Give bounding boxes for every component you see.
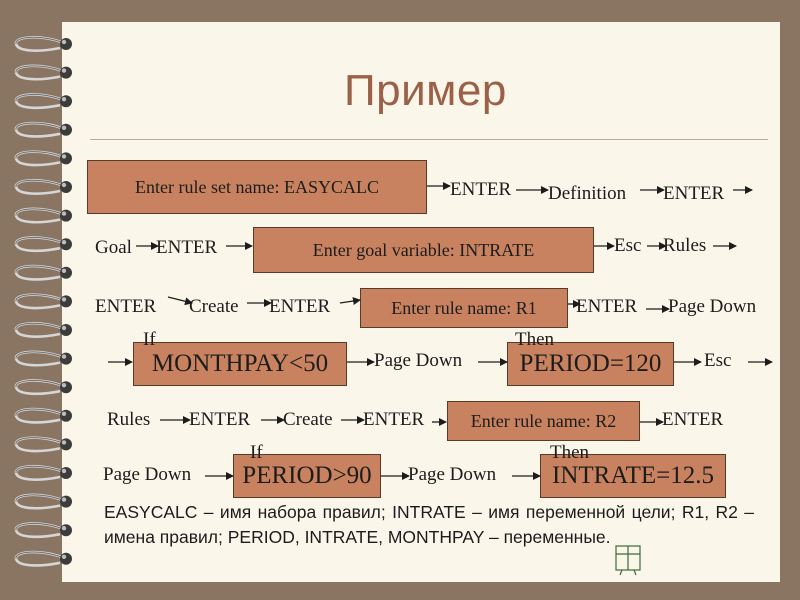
row3-create: Create — [189, 296, 239, 317]
row1-enter-2: ENTER — [663, 183, 725, 204]
row2-enter: ENTER — [156, 237, 218, 258]
row5-enter-2: ENTER — [363, 409, 425, 430]
row4-esc: Esc — [704, 350, 732, 371]
row4-if-label: If — [143, 329, 156, 350]
if-condition-2-box: PERIOD>90 — [233, 454, 381, 498]
row6-page-down-1: Page Down — [103, 464, 192, 485]
row2-esc: Esc — [614, 235, 642, 256]
row5-enter-3: ENTER — [662, 409, 724, 430]
row5-rules: Rules — [107, 409, 151, 430]
rule-name-r2-box: Enter rule name: R2 — [447, 401, 640, 441]
rule-set-name-box: Enter rule set name: EASYCALC — [87, 160, 427, 214]
rule-name-r1-box: Enter rule name: R1 — [360, 288, 568, 328]
row3-enter-1: ENTER — [95, 296, 157, 317]
row5-create: Create — [283, 409, 333, 430]
then-action-1-box: PERIOD=120 — [507, 342, 674, 386]
logo-icon — [615, 545, 641, 576]
row6-then-label: Then — [550, 442, 590, 463]
row1-enter-1: ENTER — [450, 179, 512, 200]
row3-page-down: Page Down — [668, 296, 757, 317]
row6-page-down-2: Page Down — [408, 464, 497, 485]
row2-goal: Goal — [95, 237, 132, 258]
row3-enter-3: ENTER — [576, 296, 638, 317]
if-condition-1-box: MONTHPAY<50 — [133, 342, 347, 386]
title-divider — [90, 139, 768, 140]
footnote-text: EASYCALC – имя набора правил; INTRATE – … — [104, 502, 754, 547]
row6-if-label: If — [250, 442, 263, 463]
row3-enter-2: ENTER — [269, 296, 331, 317]
row1-definition: Definition — [548, 183, 627, 204]
row5-enter-1: ENTER — [189, 409, 251, 430]
row4-then-label: Then — [515, 329, 555, 350]
goal-variable-box: Enter goal variable: INTRATE — [253, 227, 594, 273]
row4-page-down: Page Down — [374, 350, 463, 371]
page-title: Пример — [344, 66, 507, 115]
row2-rules: Rules — [663, 235, 707, 256]
